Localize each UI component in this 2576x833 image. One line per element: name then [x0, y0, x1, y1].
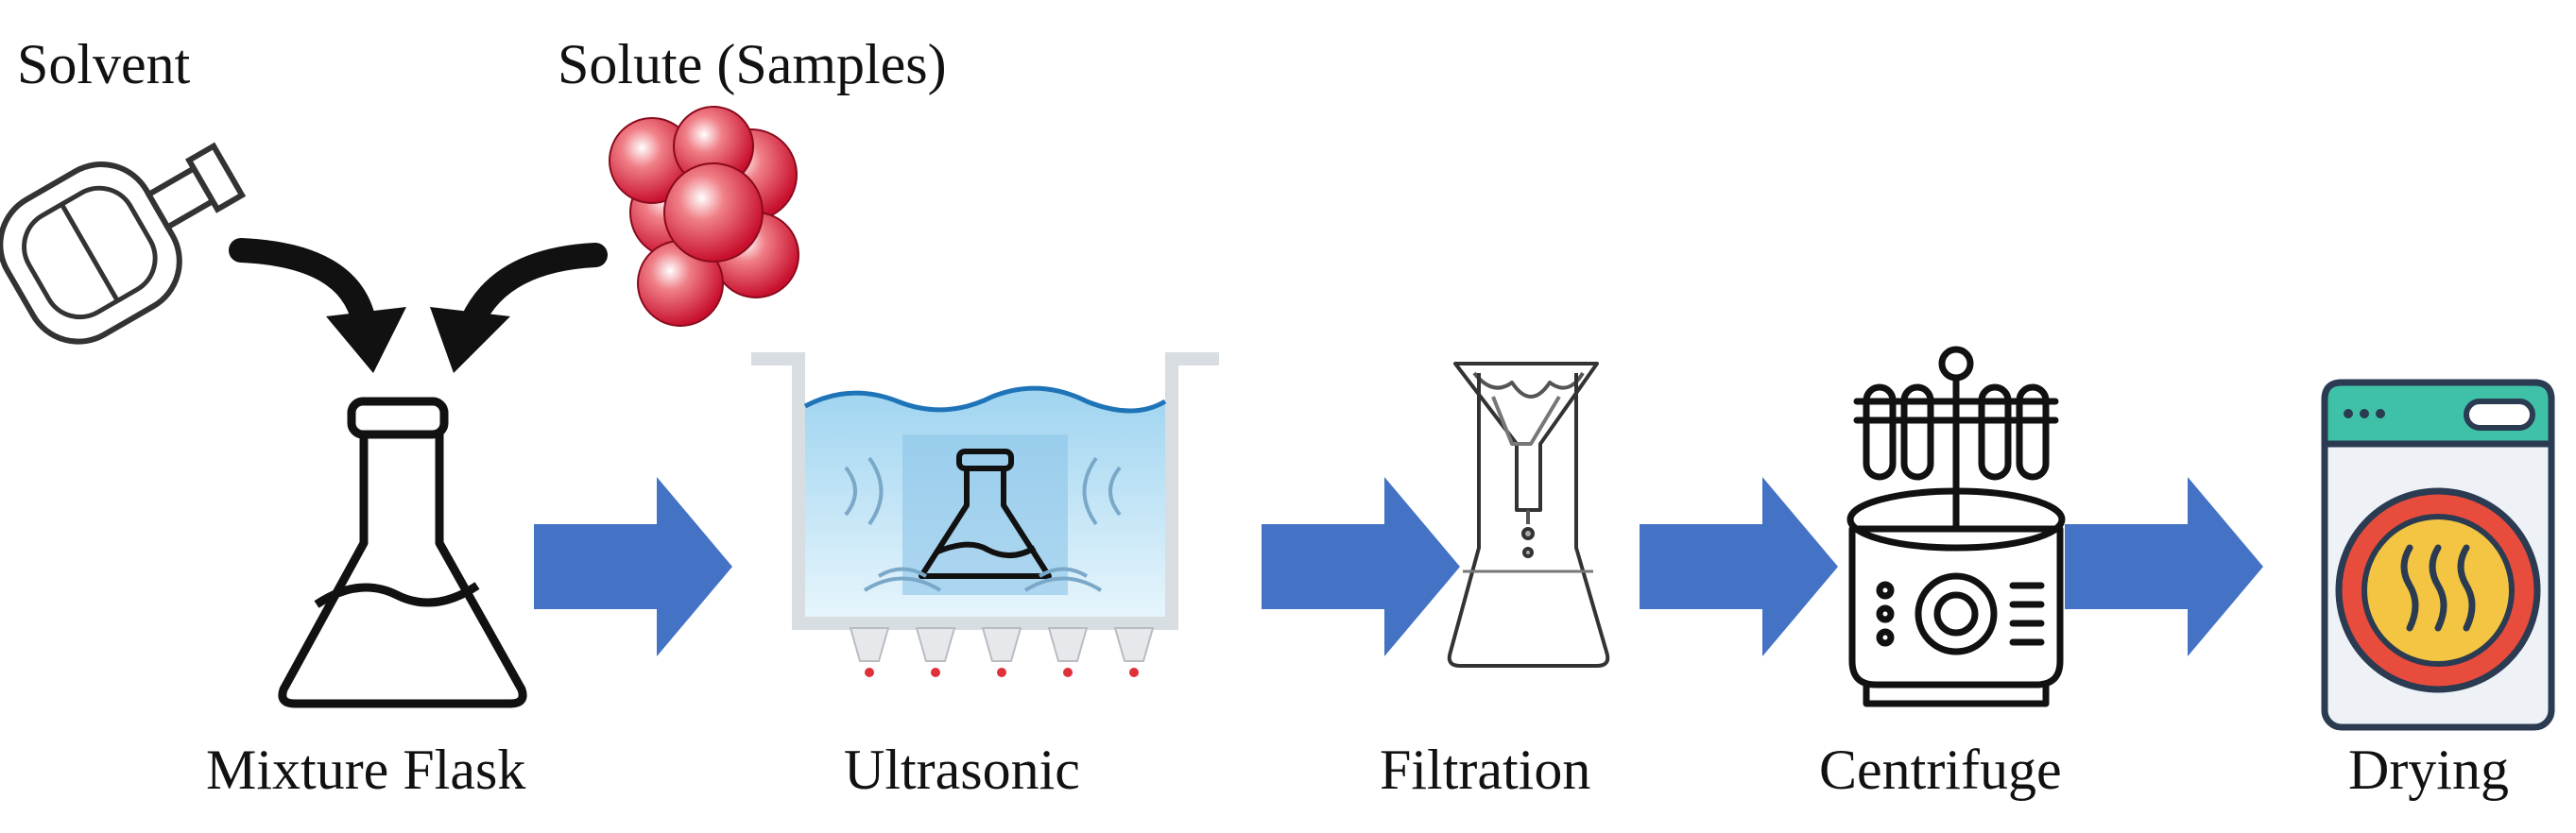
step-label-filtration: Filtration	[1380, 739, 1591, 801]
conical-flask-icon	[278, 397, 527, 708]
solute-label: Solute (Samples)	[558, 33, 947, 95]
flow-arrow-3	[1640, 477, 1838, 656]
solvent-label: Solvent	[17, 33, 191, 95]
flow-arrow-4	[2065, 477, 2263, 656]
filter-funnel-flask-icon	[1447, 362, 1610, 668]
solute-molecules-icon	[609, 106, 799, 327]
ultrasonic-bath-icon	[751, 352, 1219, 677]
curved-arrow-right-icon	[430, 243, 608, 373]
curved-arrow-left-icon	[229, 238, 406, 373]
centrifuge-icon	[1846, 346, 2066, 707]
step-label-centrifuge: Centrifuge	[1819, 739, 2062, 801]
step-label-mixture-flask: Mixture Flask	[206, 739, 526, 801]
solvent-bottle-icon	[0, 142, 247, 345]
step-label-drying: Drying	[2348, 739, 2509, 801]
flow-arrow-1	[534, 477, 732, 656]
step-label-ultrasonic: Ultrasonic	[844, 739, 1080, 801]
drying-machine-icon	[2321, 379, 2555, 731]
flow-arrow-2	[1262, 477, 1460, 656]
